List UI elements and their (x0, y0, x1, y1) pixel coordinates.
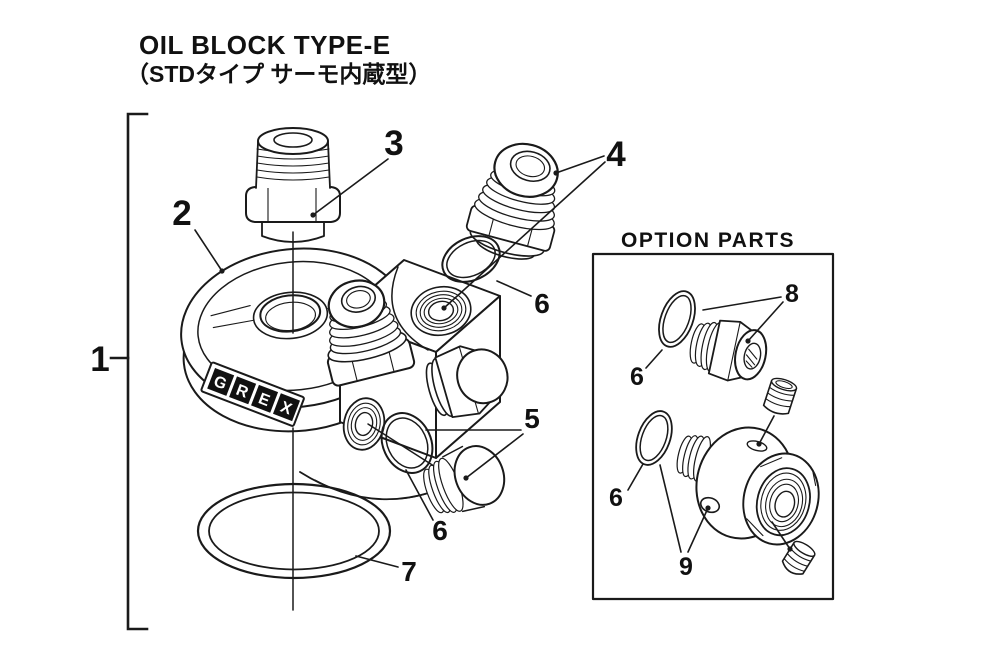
option-part-8-fitting (689, 319, 768, 382)
leader-8: 8 (702, 280, 799, 344)
callout-9: 9 (679, 553, 693, 581)
leader-6-top: 6 (496, 280, 550, 319)
oring-6-mid (380, 412, 434, 474)
oring-7 (196, 482, 392, 580)
part-4-an-fitting (465, 142, 559, 260)
callout-1: 1 (90, 340, 109, 379)
main-block (326, 259, 509, 459)
leader-6-mid: 6 (405, 469, 448, 546)
callout-6-option-b: 6 (609, 484, 623, 512)
logo-letter: G (211, 373, 229, 393)
leader-3: 3 (310, 124, 404, 218)
leader-6-option-a: 6 (630, 349, 663, 391)
callout-5: 5 (524, 403, 540, 434)
part-3-center-bolt (245, 127, 341, 243)
page-title: OIL BLOCK TYPE-E (139, 30, 391, 60)
leader-2: 2 (172, 194, 225, 274)
block-port-front (342, 397, 386, 451)
logo-grex: G R E X (200, 361, 305, 427)
option-oring-6-b (635, 410, 673, 466)
option-parts-box (591, 252, 835, 601)
part-5-plug (423, 445, 506, 514)
assembly-bracket: 1 (90, 112, 149, 631)
leader-9: 9 (659, 464, 711, 581)
callout-6-top: 6 (534, 288, 550, 319)
callout-6-option-a: 6 (630, 363, 644, 391)
option-part-9-adapter (676, 415, 820, 575)
callout-3: 3 (384, 124, 403, 163)
callout-2: 2 (172, 194, 191, 233)
page-subtitle: （STDタイプ サーモ内蔵型） (126, 61, 431, 87)
option-small-plug-top (762, 377, 798, 415)
callout-4: 4 (606, 135, 626, 174)
oring-6-top (441, 235, 501, 283)
leader-4: 4 (441, 135, 626, 311)
block-an-fitting (326, 279, 416, 387)
option-oring-6-a (658, 290, 696, 348)
block-side-plug (425, 345, 509, 419)
callout-8: 8 (785, 280, 799, 308)
callout-7: 7 (401, 556, 417, 587)
option-parts-title: OPTION PARTS (621, 229, 795, 252)
leader-6-option-b: 6 (609, 463, 644, 512)
leader-5: 5 (425, 403, 540, 481)
leader-7: 7 (355, 555, 417, 587)
option-small-plug-bottom (781, 540, 816, 575)
callout-6-mid: 6 (432, 515, 448, 546)
